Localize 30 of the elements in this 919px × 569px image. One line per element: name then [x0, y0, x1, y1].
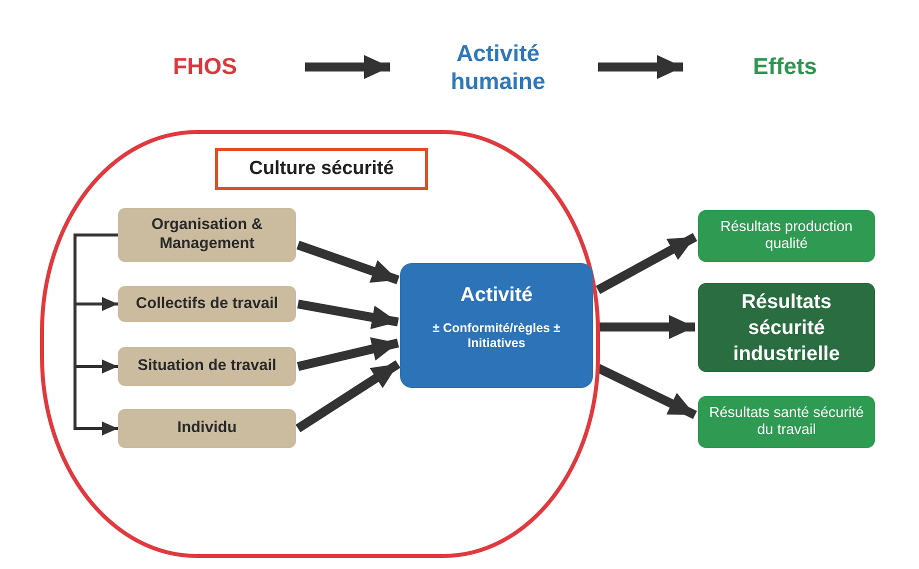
result-box	[698, 210, 875, 262]
arrow	[305, 55, 390, 79]
heading-text: Activité humaine	[450, 40, 546, 96]
label-text: Résultats sécurité industrielle	[732, 290, 841, 366]
factor-box	[118, 208, 296, 262]
title-box	[215, 148, 428, 190]
detail-text: ± Conformité/règles ± Initiatives	[432, 321, 560, 351]
label-text: Résultats santé sécurité du travail	[708, 404, 865, 440]
arrow	[296, 360, 400, 432]
result-box	[698, 283, 875, 372]
arrow	[598, 55, 683, 79]
arrow	[596, 233, 698, 294]
label-text: Résultats production qualité	[719, 218, 854, 254]
label-text: Activité	[460, 283, 533, 307]
factor-box	[118, 409, 296, 448]
factor-box	[118, 347, 296, 386]
label-text: Situation de travail	[138, 357, 276, 376]
result-box	[698, 396, 875, 448]
arrow	[296, 337, 400, 371]
arrow	[74, 234, 118, 436]
factor-box	[118, 286, 296, 322]
arrow	[598, 315, 695, 339]
label-text: Individu	[177, 419, 237, 438]
arrow	[297, 300, 399, 330]
label-text: Organisation & Management	[150, 216, 264, 254]
heading-text: Effets	[753, 53, 817, 81]
label-text: Collectifs de travail	[136, 294, 278, 314]
label-text: Culture sécurité	[249, 158, 394, 180]
arrow	[296, 240, 400, 284]
heading-text: FHOS	[173, 53, 237, 81]
